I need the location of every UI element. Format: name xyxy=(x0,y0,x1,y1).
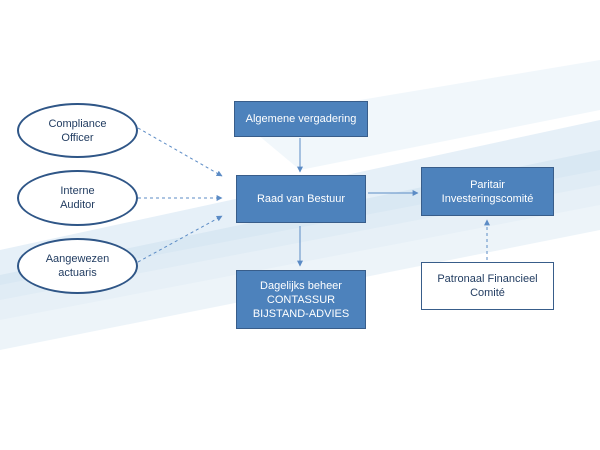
node-label: Compliance Officer xyxy=(48,117,107,144)
edge-actuaris-to-raad xyxy=(137,215,223,263)
node-aangewezen-actuaris: Aangewezen actuaris xyxy=(17,238,138,294)
node-paritair-investeringscomite: Paritair Investeringscomité xyxy=(421,167,554,216)
node-algemene-vergadering: Algemene vergadering xyxy=(234,101,368,137)
node-label: Algemene vergadering xyxy=(245,113,357,125)
node-label: Interne Auditor xyxy=(60,185,95,211)
node-compliance-officer: Compliance Officer xyxy=(17,103,138,158)
node-label: Dagelijks beheer CONTASSUR BIJSTAND-ADVI… xyxy=(252,279,350,320)
node-raad-van-bestuur: Raad van Bestuur xyxy=(236,175,366,223)
node-dagelijks-beheer: Dagelijks beheer CONTASSUR BIJSTAND-ADVI… xyxy=(236,270,366,329)
node-label: Patronaal Financieel Comité xyxy=(437,273,538,299)
node-label: Raad van Bestuur xyxy=(256,193,346,205)
node-patronaal-financieel-comite: Patronaal Financieel Comité xyxy=(421,262,554,310)
node-interne-auditor: Interne Auditor xyxy=(17,170,138,226)
node-label: Aangewezen actuaris xyxy=(45,253,110,279)
edge-compliance-to-raad xyxy=(137,127,223,177)
node-label: Paritair Investeringscomité xyxy=(441,178,534,205)
